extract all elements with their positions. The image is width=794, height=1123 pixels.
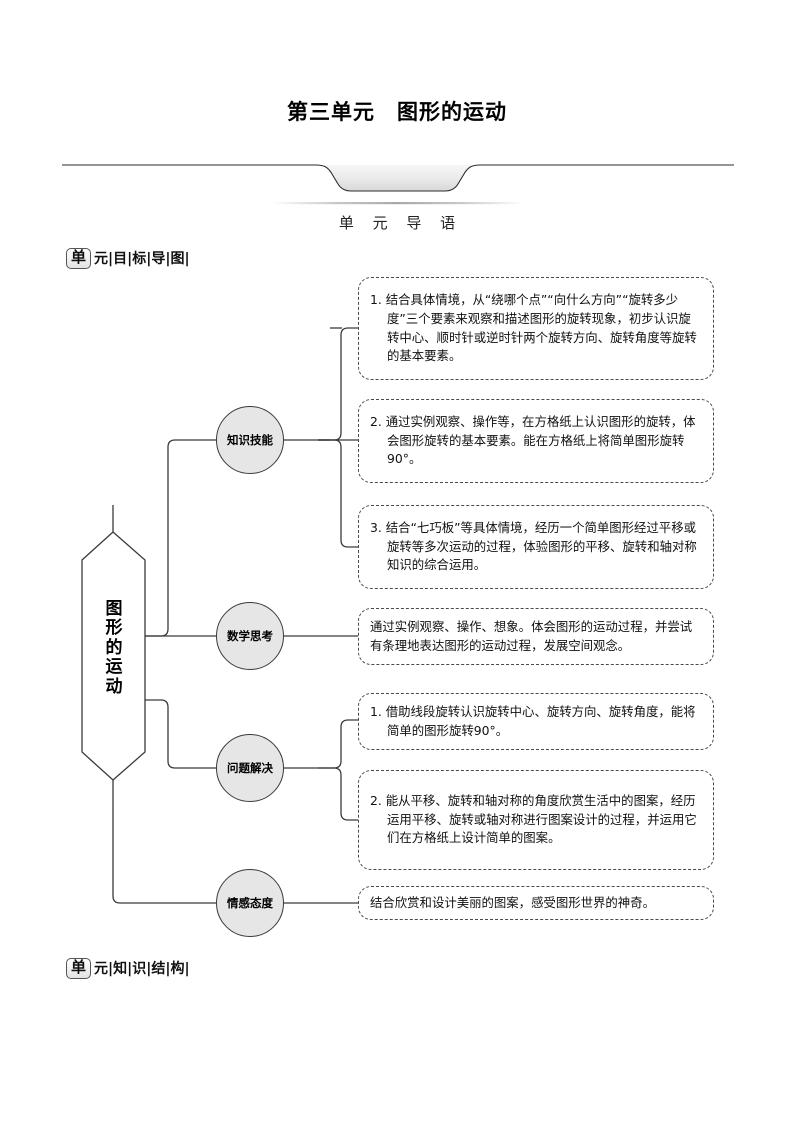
section-header-unit-goal-map: 单 元|目|标|导|图| [66,248,190,269]
leaf-text: 1. 借助线段旋转认识旋转中心、旋转方向、旋转角度，能将简单的图形旋转90°。 [370,703,696,738]
section-header-label: 元|目|标|导|图| [94,251,190,268]
node-label: 问题解决 [227,761,273,775]
leaf-box-math-thinking-1: 通过实例观察、操作、想象。体会图形的运动过程，并尝试有条理地表达图形的运动过程，… [358,608,714,665]
leaf-box-knowledge-3: 3. 结合“七巧板”等具体情境，经历一个简单图形经过平移或旋转等多次运动的过程，… [358,505,714,589]
page-title: 第三单元 图形的运动 [287,100,507,124]
section-header-label: 元|知|识|结|构| [94,961,190,978]
mindmap-root-label: 图形的运动 [105,599,123,697]
mindmap-node-math-thinking[interactable]: 数学思考 [216,602,284,670]
mindmap-node-knowledge-skill[interactable]: 知识技能 [216,406,284,474]
leaf-text: 2. 能从平移、旋转和轴对称的角度欣赏生活中的图案，经历运用平移、旋转或轴对称进… [370,792,697,846]
leaf-text: 结合欣赏和设计美丽的图案，感受图形世界的神奇。 [370,894,655,910]
node-label: 数学思考 [227,629,273,643]
node-label: 情感态度 [227,896,273,910]
leaf-box-problem-solving-2: 2. 能从平移、旋转和轴对称的角度欣赏生活中的图案，经历运用平移、旋转或轴对称进… [358,770,714,870]
leaf-text: 3. 结合“七巧板”等具体情境，经历一个简单图形经过平移或旋转等多次运动的过程，… [370,519,697,573]
leaf-box-problem-solving-1: 1. 借助线段旋转认识旋转中心、旋转方向、旋转角度，能将简单的图形旋转90°。 [358,693,714,750]
leaf-box-knowledge-2: 2. 通过实例观察、操作等，在方格纸上认识图形的旋转，体会图形旋转的基本要素。能… [358,399,714,483]
mindmap-node-affective-attitude[interactable]: 情感态度 [216,869,284,937]
node-label: 知识技能 [227,433,273,447]
leaf-box-knowledge-1: 1. 结合具体情境，从“绕哪个点”“向什么方向”“旋转多少度”三个要素来观察和描… [358,277,714,380]
section-badge: 单 [66,248,92,269]
leaf-text: 通过实例观察、操作、想象。体会图形的运动过程，并尝试有条理地表达图形的运动过程，… [370,618,693,653]
banner-label: 单 元 导 语 [338,214,463,232]
leaf-text: 2. 通过实例观察、操作等，在方格纸上认识图形的旋转，体会图形旋转的基本要素。能… [370,413,696,467]
mindmap-node-problem-solving[interactable]: 问题解决 [216,734,284,802]
section-header-unit-knowledge-structure: 单 元|知|识|结|构| [66,958,190,979]
leaf-text: 1. 结合具体情境，从“绕哪个点”“向什么方向”“旋转多少度”三个要素来观察和描… [370,291,697,364]
ribbon-banner [62,158,734,220]
leaf-box-affective-attitude-1: 结合欣赏和设计美丽的图案，感受图形世界的神奇。 [358,886,714,920]
section-badge: 单 [66,958,92,979]
